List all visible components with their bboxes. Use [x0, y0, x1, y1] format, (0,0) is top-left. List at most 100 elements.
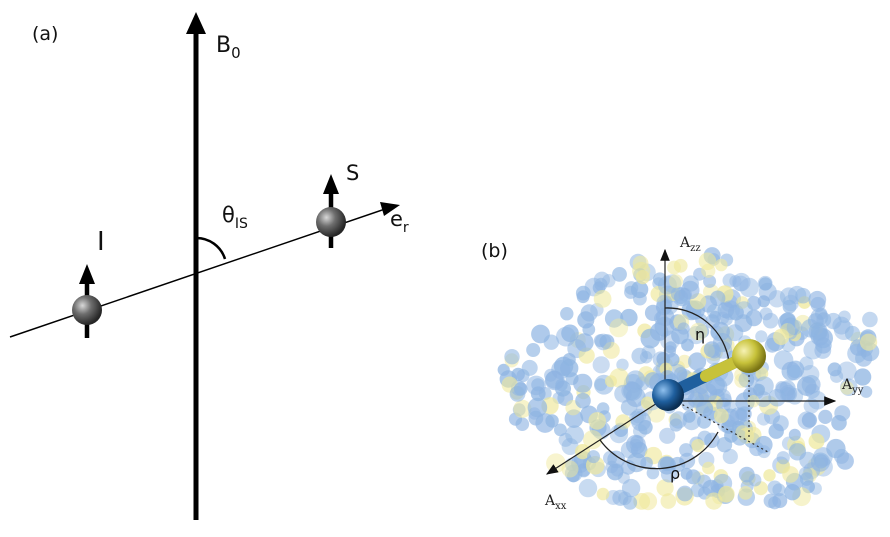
- protein-atom: [840, 381, 854, 395]
- protein-atom: [755, 435, 773, 454]
- protein-atom: [516, 369, 530, 383]
- protein-atom: [729, 407, 748, 426]
- protein-atom: [565, 425, 584, 445]
- b0-label: B0: [216, 33, 241, 62]
- protein-atom: [755, 376, 774, 396]
- protein-atom: [646, 466, 660, 480]
- protein-atom: [508, 412, 523, 426]
- protein-atom: [622, 495, 638, 510]
- protein-atom: [575, 285, 591, 301]
- protein-atom: [698, 252, 717, 271]
- protein-atom: [808, 391, 827, 410]
- protein-atom: [734, 373, 749, 388]
- protein-atom: [604, 309, 624, 328]
- protein-atom: [501, 376, 518, 393]
- protein-atom: [567, 469, 580, 483]
- protein-atom: [752, 383, 766, 396]
- protein-atom: [797, 376, 817, 397]
- protein-atom: [582, 323, 596, 336]
- protein-atom: [825, 312, 842, 330]
- protein-atom: [631, 347, 648, 365]
- protein-atom: [798, 466, 813, 481]
- spin-i-arrow-icon: [79, 264, 95, 284]
- protein-atom: [663, 345, 676, 358]
- protein-atom: [691, 439, 705, 453]
- protein-atom: [738, 371, 755, 388]
- protein-atom: [803, 398, 820, 414]
- protein-atom: [531, 324, 550, 344]
- protein-atom: [659, 427, 676, 444]
- protein-atom: [781, 387, 796, 402]
- spin-s: S: [316, 161, 359, 248]
- protein-atom: [588, 412, 606, 430]
- protein-atom: [564, 409, 584, 429]
- protein-atom: [624, 281, 639, 295]
- protein-atom: [638, 420, 653, 435]
- protein-atom: [606, 463, 624, 481]
- protein-atom: [693, 267, 707, 281]
- spin-s-sphere-icon: [316, 207, 346, 237]
- protein-atom: [504, 349, 520, 365]
- protein-atom: [779, 287, 798, 306]
- protein-atom: [784, 484, 801, 501]
- protein-atom: [779, 385, 798, 403]
- protein-atom: [609, 318, 629, 338]
- protein-atom: [736, 296, 749, 309]
- blue-atom-icon: [652, 379, 684, 411]
- er-label: er: [390, 207, 409, 236]
- protein-atom: [602, 274, 616, 288]
- protein-atom: [640, 396, 654, 410]
- protein-atom: [639, 350, 653, 364]
- protein-atom: [639, 492, 658, 511]
- protein-atom: [564, 457, 579, 472]
- protein-atom: [703, 274, 717, 288]
- protein-atom: [807, 313, 824, 329]
- protein-atom: [695, 313, 708, 326]
- protein-atom: [758, 277, 773, 291]
- yellow-atom-icon: [732, 339, 766, 373]
- protein-atom: [710, 290, 726, 306]
- protein-atom: [804, 383, 820, 399]
- protein-atom: [594, 277, 608, 291]
- protein-atom: [578, 478, 598, 498]
- protein-atom: [640, 456, 653, 470]
- protein-atom: [623, 381, 643, 401]
- protein-atom: [713, 469, 729, 484]
- spin-i-label: I: [97, 227, 105, 257]
- protein-atom: [580, 304, 598, 322]
- protein-atom: [800, 365, 820, 384]
- panel-a-label: (a): [32, 23, 58, 45]
- protein-atom: [782, 466, 799, 483]
- protein-atom: [610, 463, 624, 477]
- protein-atom: [656, 479, 674, 497]
- protein-atom: [773, 328, 790, 345]
- protein-atom: [561, 460, 579, 478]
- spin-i-sphere-icon: [72, 295, 102, 325]
- protein-atom: [689, 322, 708, 341]
- protein-atom: [527, 397, 548, 418]
- protein-atom: [687, 391, 705, 408]
- protein-atom: [667, 260, 682, 275]
- axx-axis: [545, 397, 666, 475]
- protein-atom: [854, 368, 872, 386]
- protein-atom: [660, 493, 677, 509]
- protein-atom: [774, 381, 795, 402]
- protein-atom: [695, 324, 710, 339]
- protein-atom: [705, 492, 723, 510]
- protein-atom: [683, 410, 696, 423]
- protein-atom: [755, 367, 769, 380]
- protein-atom: [702, 461, 715, 475]
- protein-atom: [616, 358, 629, 371]
- protein-atom: [768, 290, 786, 308]
- ayy-label: Ayy: [841, 377, 864, 396]
- protein-atom: [799, 356, 814, 371]
- protein-atom: [558, 432, 573, 447]
- protein-atom: [763, 469, 776, 482]
- protein-atom: [772, 483, 786, 497]
- protein-atom: [779, 380, 796, 397]
- protein-atom: [826, 438, 846, 459]
- panel-a: (a) B0 er θIS I S: [9, 12, 409, 520]
- protein-atom: [799, 472, 814, 486]
- protein-atom: [513, 382, 528, 396]
- protein-atom: [554, 423, 567, 437]
